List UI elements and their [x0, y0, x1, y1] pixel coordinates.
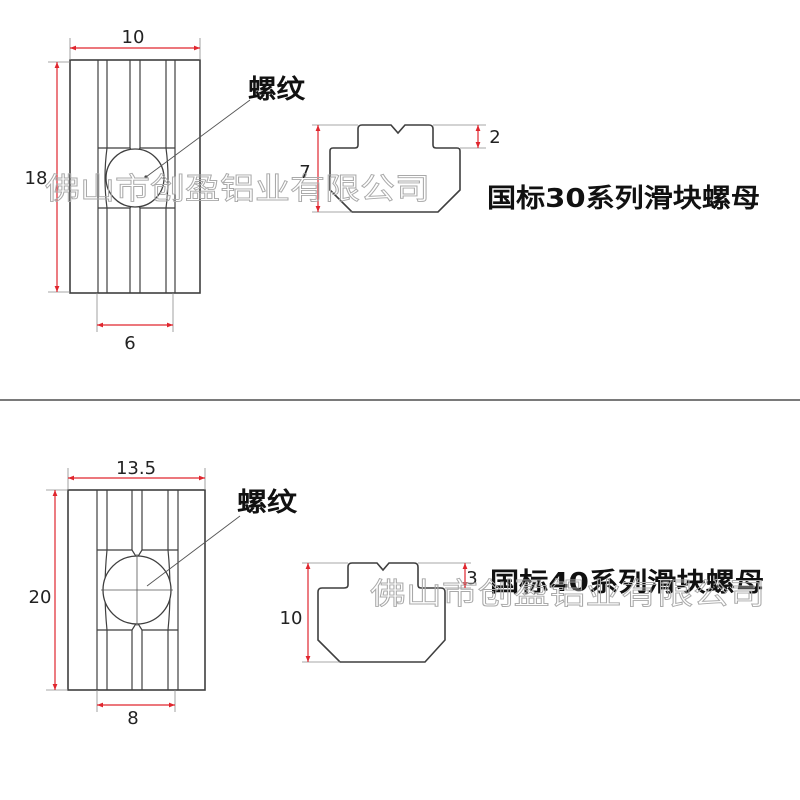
extension-lines — [302, 562, 471, 663]
profile-view-40: 10 3 — [280, 562, 478, 663]
groove-lines-upper — [97, 60, 176, 148]
dimension-left-text: 18 — [25, 168, 48, 189]
groove-lines-upper — [96, 490, 179, 550]
thread-label: 螺纹 — [248, 74, 306, 105]
thread-leader-line — [146, 515, 241, 587]
watermark: 佛山市创盈铝业有限公司 — [370, 577, 765, 612]
nut-profile — [317, 562, 446, 663]
groove-lines-lower — [97, 208, 176, 293]
thread-hole — [105, 148, 165, 208]
thread-label: 螺纹 — [237, 487, 298, 518]
dimension-right-text: 3 — [466, 568, 477, 589]
watermark: 佛山市创盈铝业有限公司 — [45, 172, 430, 207]
dimension-left-text: 7 — [299, 162, 310, 183]
dimension-left-text: 20 — [29, 587, 52, 608]
series-40-section: 13.5 20 8 螺纹 10 3 国标40系列滑块螺母 佛山市创盈铝业有限公司 — [29, 458, 766, 729]
profile-view-30: 7 2 — [299, 124, 501, 213]
front-view-40: 13.5 20 8 螺纹 — [29, 458, 299, 729]
groove-lines-lower — [96, 630, 179, 690]
thread-leader-line — [145, 99, 251, 178]
series-title: 国标40系列滑块螺母 — [490, 568, 764, 598]
dimension-top-text: 10 — [122, 27, 145, 48]
dimension-top-text: 13.5 — [116, 458, 156, 479]
center-crosshair — [101, 554, 173, 626]
dimension-bottom-text: 6 — [124, 333, 135, 354]
dimension-right-text: 2 — [489, 127, 500, 148]
front-view-30: 10 18 6 螺纹 — [25, 27, 307, 354]
dimension-bottom-text: 8 — [127, 708, 138, 729]
dimension-left-text: 10 — [280, 608, 303, 629]
series-title: 国标30系列滑块螺母 — [487, 184, 760, 214]
extension-lines — [312, 124, 486, 213]
nut-profile — [329, 124, 461, 213]
series-30-section: 10 18 6 螺纹 7 2 国标30系列滑块螺母 佛山市创盈铝业有限公司 — [25, 27, 760, 354]
